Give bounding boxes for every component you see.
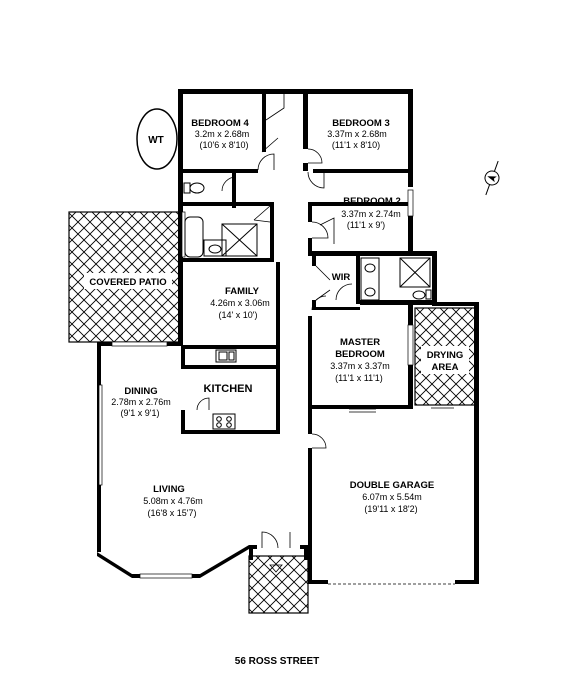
living-dim-ft: (16'8 x 15'7): [148, 508, 197, 518]
garage-dim-ft: (19'11 x 18'2): [364, 504, 417, 514]
dining-dim-m: 2.78m x 2.76m: [111, 397, 171, 407]
master-name-line2: BEDROOM: [335, 349, 385, 360]
master-dim-m: 3.37m x 3.37m: [330, 361, 390, 371]
water-tank-label: WT: [148, 135, 164, 146]
living-dim-m: 5.08m x 4.76m: [143, 496, 203, 506]
fixtures: [183, 182, 432, 430]
bedroom2-dim-m: 3.37m x 2.74m: [341, 209, 401, 219]
bedroom4-dim-ft: (10'6 x 8'10): [200, 140, 249, 150]
water-tank: [136, 108, 178, 170]
bedroom3-name: BEDROOM 3: [332, 118, 390, 129]
garage-dim-m: 6.07m x 5.54m: [362, 492, 422, 502]
family-name: FAMILY: [225, 286, 260, 297]
wir-name: WIR: [332, 272, 351, 283]
bedroom3-dim-m: 3.37m x 2.68m: [327, 129, 387, 139]
family-dim-m: 4.26m x 3.06m: [210, 298, 270, 308]
doors: [196, 94, 455, 585]
dining-dim-ft: (9'1 x 9'1): [121, 408, 160, 418]
covered-patio-area: [68, 211, 180, 343]
bedroom3-dim-ft: (11'1 x 8'10): [332, 140, 380, 150]
bedroom4-dim-m: 3.2m x 2.68m: [195, 129, 250, 139]
compass-icon: [484, 160, 500, 196]
garage-name: DOUBLE GARAGE: [350, 480, 434, 491]
living-name: LIVING: [153, 484, 185, 495]
family-dim-ft: (14' x 10'): [219, 310, 258, 320]
drying-name-line2: AREA: [432, 362, 459, 373]
drying-name-line1: DRYING: [427, 350, 464, 361]
master-name-line1: MASTER: [340, 337, 380, 348]
dining-name: DINING: [124, 386, 157, 397]
address-caption: 56 ROSS STREET: [235, 656, 319, 667]
bedroom2-dim-ft: (11'1 x 9'): [347, 220, 385, 230]
windows: [98, 189, 414, 579]
kitchen-name: KITCHEN: [204, 383, 253, 395]
bedroom4-name: BEDROOM 4: [191, 118, 249, 129]
entry-porch: [248, 555, 309, 614]
master-dim-ft: (11'1 x 11'1): [335, 373, 383, 383]
covered-patio-name: COVERED PATIO: [89, 277, 166, 288]
bedroom2-name: BEDROOM 2: [343, 196, 401, 207]
